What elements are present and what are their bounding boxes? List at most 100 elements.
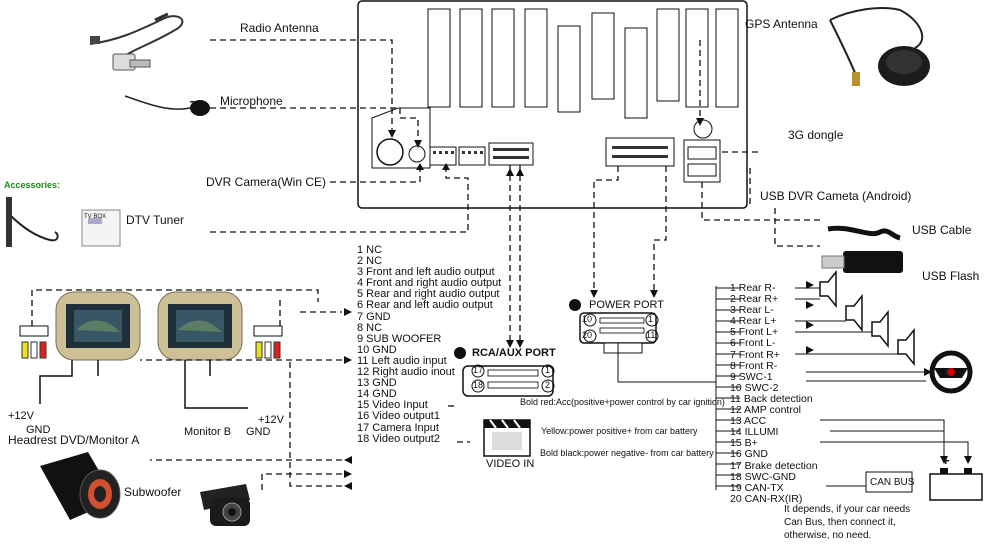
dvr-socket [429,146,457,166]
battery-plus: + [942,453,950,468]
power-socket [605,137,675,167]
rca-pin-2: 2 [545,380,551,390]
usb-dvr-label: USB DVR Cameta (Android) [760,189,912,203]
rca-pin: 10 GND [357,343,397,356]
power-pin: 6 Front L- [730,337,776,350]
usb-cable-label: USB Cable [912,223,972,237]
power-pin: 16 GND [730,448,768,461]
power-pin: 1 Rear R- [730,282,776,294]
microphone-cable [124,95,197,110]
rca-pin: 3 Front and left audio output [357,266,495,279]
rca-pin: 6 Rear and left audio output [357,299,493,312]
monitor-b-cables [184,360,248,409]
rca-pin: 14 GND [357,388,397,401]
arrowheads [344,118,972,490]
dtv-tuner-label: DTV Tuner [126,213,185,227]
camera-img [200,484,250,526]
wiring [31,39,820,494]
power-pin: 7 Front R+ [730,348,780,361]
can-note-line: Can Bus, then connect it, [784,517,896,528]
power-pin-20: 20 [582,330,593,340]
power-bus [617,286,969,490]
gps-socket [693,119,713,139]
steering-wheel-img [929,350,973,394]
power-pin: 11 Back detection [730,392,813,405]
battery-minus: - [966,452,971,467]
rca-pin: 16 Video output1 [357,410,440,423]
dtv-antenna-cable [9,214,59,242]
mic-socket [408,145,426,163]
gps-antenna-label: GPS Antenna [745,17,818,31]
rca-socket [488,142,534,166]
power-pin: 15 B+ [730,437,758,450]
rca-pin: 18 Video output2 [357,432,440,445]
power-pin: 5 Front L+ [730,326,779,339]
usb-flash-label: USB Flash [922,269,980,283]
power-pin: 20 CAN-RX(IR) [730,492,803,505]
radio-socket [376,138,404,166]
dvr-camera-label: DVR Camera(Win CE) [206,175,327,189]
can-bus-label: CAN BUS [870,477,915,488]
can-note-line: otherwise, no need. [784,530,872,541]
rca-pin: 17 Camera Input [357,421,439,434]
3g-dongle-label: 3G dongle [788,128,844,142]
tv-box-label: TV BOX [84,214,107,220]
rca-pin: 5 Rear and right audio output [357,288,500,301]
tuner-socket [458,146,486,166]
power-pin: 9 SWC-1 [730,370,773,383]
microphone-label: Microphone [220,94,283,108]
monitor-a-cables [39,360,99,404]
battery-img [929,468,983,501]
power-pin-list: 1 Rear R- 2 Rear R+ 3 Rear L- 4 Rear L+ … [730,282,818,505]
rca-pin-17: 17 [473,365,484,375]
power-pin: 8 Front R- [730,359,778,372]
v12-a-label: +12V [8,410,34,422]
rca-pin: 15 Video Input [357,399,428,412]
power-pin: 18 SWC-GND [730,470,796,483]
radio-antenna-label: Radio Antenna [240,21,319,35]
rca-pin: 8 NC [357,321,383,334]
usb-flash-img [843,251,903,273]
gnd-b-label: GND [246,426,271,438]
headrest-label: Headrest DVD/Monitor A [8,433,140,447]
gps-cable [829,7,924,49]
power-pin: 2 Rear R+ [730,293,779,306]
power-pin: 19 CAN-TX [730,481,784,494]
usb-socket-1 [687,146,717,160]
v12-b-label: +12V [258,414,284,426]
subwoofer-label: Subwoofer [124,485,182,499]
video-in-img [483,419,531,457]
rca-pin: 9 SUB WOOFER [357,332,442,345]
power-pin-1: 1 [648,314,654,324]
rca-pin: 7 GND [357,310,391,323]
rca-pin: 12 Right audio inout [357,366,455,379]
power-pin: 10 SWC-2 [730,381,779,394]
rca-pin-18: 18 [473,380,484,390]
rca-plugs-a [19,325,49,359]
power-pin-10: 10 [582,314,593,324]
rca-plugs-b [253,325,283,359]
accessories-label: Accessories: [4,180,61,190]
monitor-b-label: Monitor B [184,426,232,438]
usb-cable-img [827,225,901,241]
power-port-title: POWER PORT [589,299,664,311]
radio-antenna-cable [89,12,184,61]
note-yellow-wire: Yellow:power positive+ from car battery [541,426,698,436]
power-pin: 17 Brake detection [730,459,818,472]
rca-pin: 11 Left audio input [357,354,447,367]
can-bus-box [865,471,913,493]
can-bus-note: It depends, if your car needs Can Bus, t… [784,503,910,542]
rca-pin: 1 NC [357,244,383,256]
power-pin: 4 Rear L+ [730,315,777,328]
power-pin-11: 11 [646,330,656,340]
note-red-wire: Bold red:Acc(positive+power control by c… [520,397,725,407]
note-black-wire: Bold black:power negative- from car batt… [540,448,714,458]
head-unit-fins [427,8,739,119]
subwoofer-img [40,452,121,520]
monitor-a [55,291,141,361]
usb-socket-2 [687,163,717,177]
rca-pin-1: 1 [545,365,551,375]
speakers [819,269,915,367]
rca-pin: 13 GND [357,377,397,390]
